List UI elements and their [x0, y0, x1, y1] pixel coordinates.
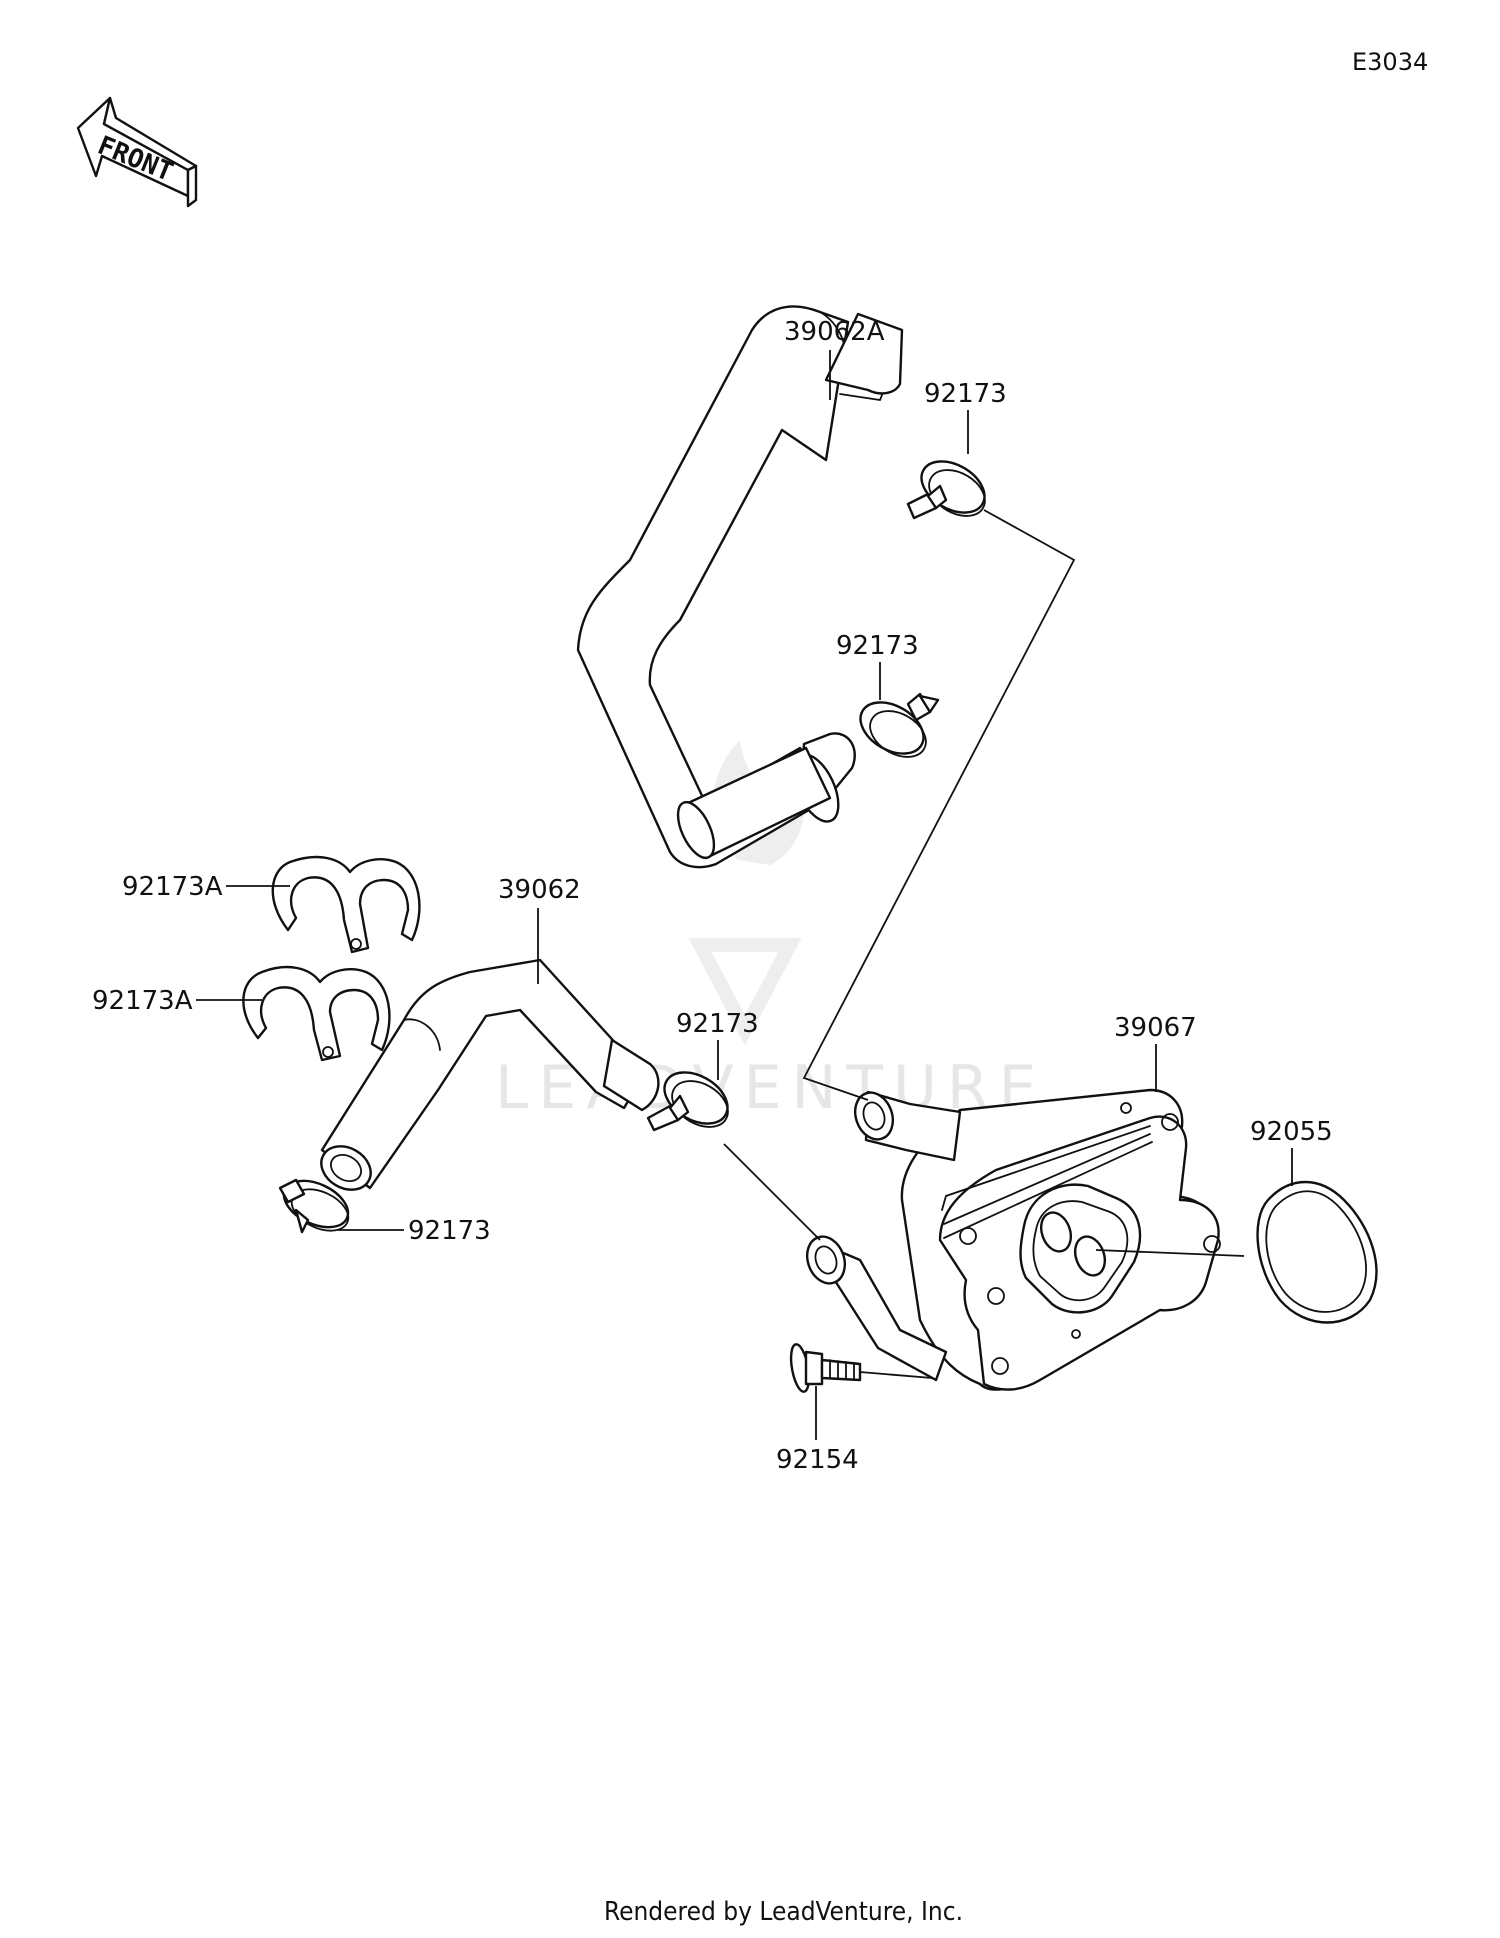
footer-credit: Rendered by LeadVenture, Inc. [604, 1897, 963, 1927]
hose-clamp-upper-a [906, 460, 986, 520]
callout-bolt: 92154 [776, 1445, 859, 1475]
o-ring [1256, 1180, 1378, 1324]
callout-clamp-upper-b: 92173 [836, 631, 919, 661]
callout-holder-a: 92173A [122, 872, 223, 902]
hose-holder-b [242, 965, 391, 1062]
upper-hose [576, 305, 904, 869]
bolt [789, 1343, 862, 1393]
oil-cooler [805, 1088, 1221, 1391]
callout-clamp-lower-end: 92173 [408, 1216, 491, 1246]
leader-lines [196, 350, 1293, 1440]
lower-hose [320, 958, 660, 1191]
hose-holder-a [271, 855, 421, 954]
callout-clamp-upper-a: 92173 [924, 379, 1007, 409]
callout-clamp-lower-mid: 92173 [676, 1009, 759, 1039]
callout-holder-b: 92173A [92, 986, 193, 1016]
diagram-code: E3034 [1352, 48, 1428, 76]
callout-hose-upper: 39062A [784, 317, 885, 347]
hose-clamp-lower-mid [646, 1071, 729, 1132]
hose-clamp-upper-b [859, 692, 940, 758]
hose-clamp-lower-end [278, 1178, 350, 1234]
callout-oil-cooler: 39067 [1114, 1013, 1197, 1043]
front-arrow-icon: FRONT [76, 96, 198, 208]
callout-hose-lower: 39062 [498, 875, 581, 905]
callout-labels: 39062A 92173 92173 92173A 92173A 39062 9… [92, 317, 1333, 1475]
callout-o-ring: 92055 [1250, 1117, 1333, 1147]
